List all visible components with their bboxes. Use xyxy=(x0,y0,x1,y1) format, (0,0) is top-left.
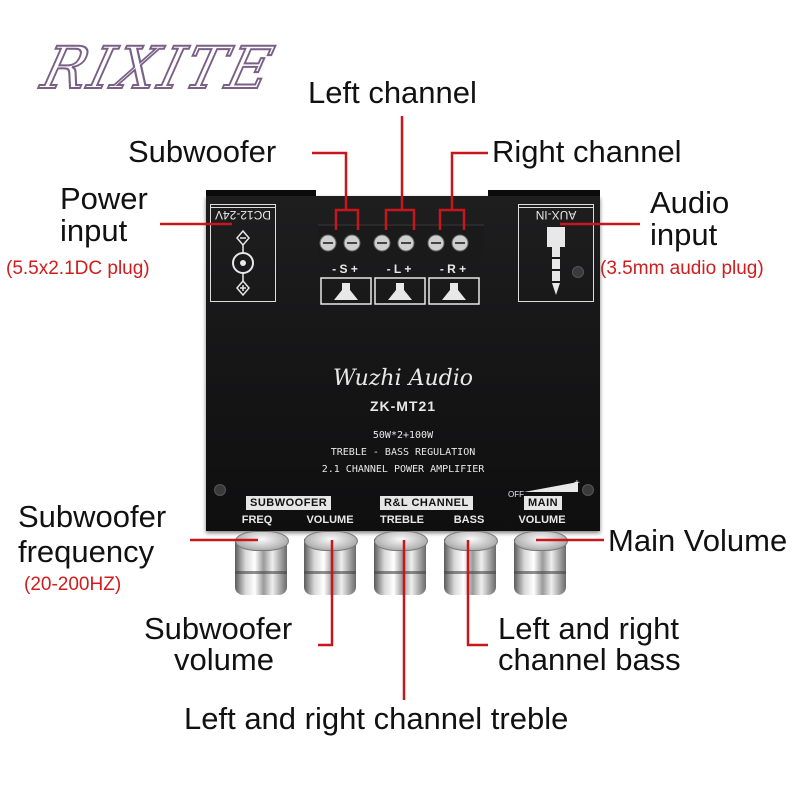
board-spec-regulation: TREBLE - BASS REGULATION xyxy=(330,447,476,458)
speaker-icons xyxy=(320,277,480,305)
tag-subwoofer: SUBWOOFER xyxy=(246,496,332,510)
aux-input-box: AUX-IN xyxy=(518,204,594,302)
dc-plug-icon xyxy=(232,229,254,297)
freq-knob[interactable] xyxy=(233,531,289,597)
label-sub-freq-2: frequency xyxy=(18,534,155,569)
label-lr-treble: Left and right channel treble xyxy=(184,701,569,736)
label-audio-input-1: Audio xyxy=(650,185,730,220)
treble-knob[interactable] xyxy=(372,531,428,597)
svg-text:+: + xyxy=(574,478,580,489)
knob-label-freq: FREQ xyxy=(241,514,273,526)
tag-main: MAIN xyxy=(524,496,563,510)
label-left-channel: Left channel xyxy=(308,75,477,110)
label-sub-freq-1: Subwoofer xyxy=(18,499,167,534)
main-volume-knob[interactable] xyxy=(512,531,568,597)
board-logo: Wuzhi Audio xyxy=(332,366,474,391)
knob-label-main-volume: VOLUME xyxy=(518,514,566,526)
label-lr-bass-2: channel bass xyxy=(498,642,681,677)
label-lr-bass-1: Left and right xyxy=(498,611,679,646)
mount-screw xyxy=(582,484,594,496)
label-power-input-2: input xyxy=(60,213,128,248)
off-label: OFF xyxy=(508,490,524,499)
bass-knob[interactable] xyxy=(442,531,498,597)
tag-rl-channel: R&L CHANNEL xyxy=(380,496,473,510)
board-model: ZK-MT21 xyxy=(369,398,437,414)
dc-power-box: DC12-24V xyxy=(210,204,276,302)
amplifier-board: DC12-24V - S + xyxy=(206,196,600,531)
sub-volume-knob[interactable] xyxy=(302,531,358,597)
audio-jack-icon xyxy=(547,227,565,295)
mount-screw xyxy=(572,266,584,278)
board-spec-power: 50W*2+100W xyxy=(372,430,434,441)
board-spec-type: 2.1 CHANNEL POWER AMPLIFIER xyxy=(321,464,485,475)
label-audio-input-note: (3.5mm audio plug) xyxy=(600,258,764,279)
label-main-volume: Main Volume xyxy=(608,523,788,558)
label-subwoofer: Subwoofer xyxy=(128,134,277,169)
volume-ramp-icon: + xyxy=(524,478,580,492)
terminal-screws-icon xyxy=(319,234,469,252)
mount-screw xyxy=(214,484,226,496)
label-audio-input-2: input xyxy=(650,217,718,252)
knob-label-bass: BASS xyxy=(453,514,485,526)
terminal-label-r: - R + xyxy=(439,262,467,276)
label-sub-volume-1: Subwoofer xyxy=(144,611,293,646)
knob-label-treble: TREBLE xyxy=(380,514,424,526)
terminal-label-l: - L + xyxy=(386,262,412,276)
terminal-label-s: - S + xyxy=(332,262,358,276)
label-power-input-1: Power xyxy=(60,181,148,216)
label-sub-freq-note: (20-200HZ) xyxy=(24,574,122,595)
label-sub-volume-2: volume xyxy=(174,642,274,677)
label-power-input-note: (5.5x2.1DC plug) xyxy=(6,258,150,279)
speaker-terminal-block xyxy=(318,224,484,260)
knob-label-sub-volume: VOLUME xyxy=(306,514,354,526)
label-right-channel: Right channel xyxy=(492,134,682,169)
